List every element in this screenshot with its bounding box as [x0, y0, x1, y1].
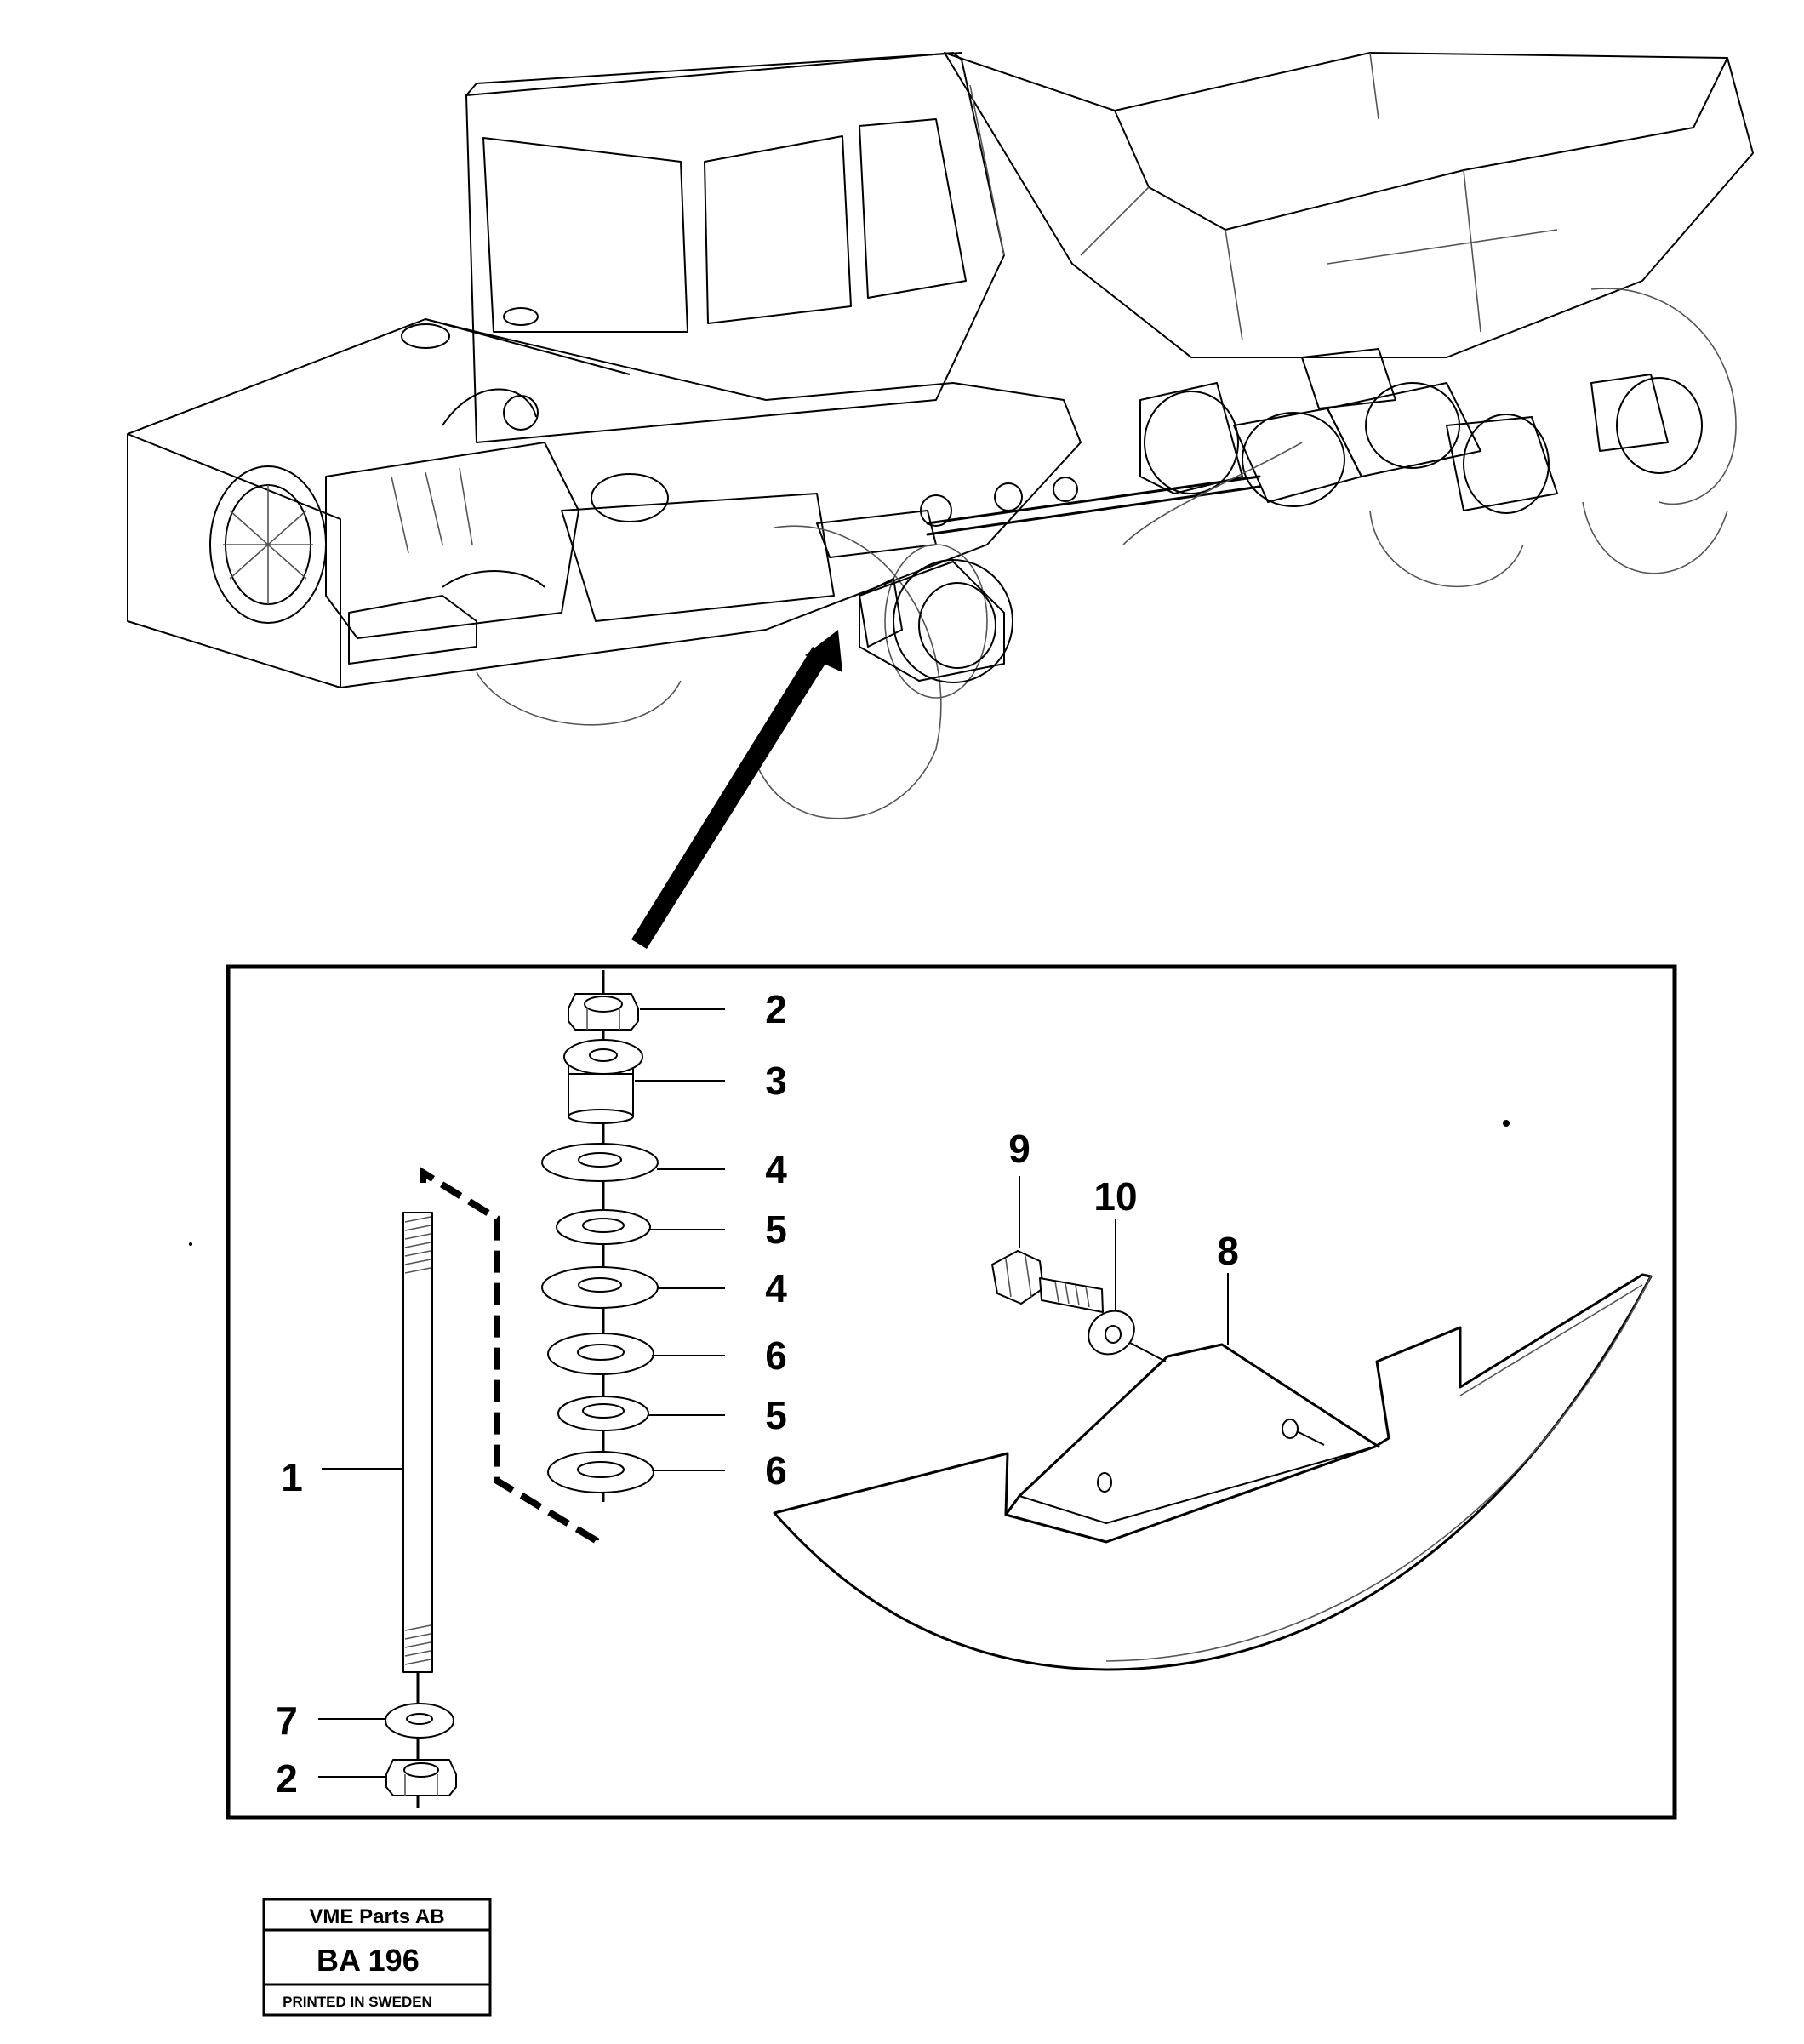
- callout-5-a: 5: [765, 1208, 787, 1252]
- stray-mark: [1503, 1120, 1510, 1127]
- washer-part-5-a: [556, 1209, 651, 1245]
- stray-mark: [189, 1242, 192, 1246]
- stud-part-1: [402, 1212, 433, 1673]
- callout-2-bottom: 2: [276, 1756, 298, 1801]
- leader-lines: [318, 1008, 1229, 1778]
- washer-part-6-b: [547, 1451, 654, 1493]
- callout-9: 9: [1008, 1127, 1030, 1171]
- callout-4-b: 4: [765, 1266, 787, 1310]
- callout-6-b: 6: [765, 1448, 787, 1493]
- nut-part-2-top: [568, 993, 639, 1031]
- callout-8: 8: [1217, 1229, 1239, 1273]
- washer-part-6-a: [547, 1333, 654, 1375]
- stamp-code: BA 196: [317, 1943, 420, 1978]
- assembly-dashed-bracket: [420, 1166, 599, 1544]
- washer-part-4-b: [541, 1266, 659, 1309]
- callout-2-top: 2: [765, 987, 787, 1031]
- detail-pointer-arrow: [631, 630, 842, 949]
- publisher-stamp: VME Parts AB BA 196 PRINTED IN SWEDEN: [262, 1898, 492, 2017]
- detail-frame: [226, 964, 1677, 1820]
- stamp-printed: PRINTED IN SWEDEN: [283, 1994, 432, 2010]
- washer-part-7: [385, 1703, 454, 1739]
- callout-1: 1: [281, 1455, 303, 1499]
- stamp-company: VME Parts AB: [309, 1905, 444, 1928]
- plate-part-8: [773, 1273, 1653, 1671]
- callout-4-a: 4: [765, 1147, 787, 1191]
- callout-10: 10: [1093, 1174, 1137, 1219]
- bushing-part-3: [563, 1039, 643, 1124]
- callout-7: 7: [276, 1699, 298, 1743]
- washer-part-4-a: [541, 1143, 659, 1182]
- washer-part-5-b: [557, 1396, 649, 1431]
- callout-3: 3: [765, 1059, 787, 1103]
- washer-part-10: [1088, 1310, 1135, 1356]
- callout-5-b: 5: [765, 1393, 787, 1437]
- truck-illustration: [127, 52, 1754, 819]
- callout-6-a: 6: [765, 1333, 787, 1378]
- bolt-part-9: [991, 1250, 1104, 1313]
- nut-part-2-bottom: [385, 1759, 457, 1796]
